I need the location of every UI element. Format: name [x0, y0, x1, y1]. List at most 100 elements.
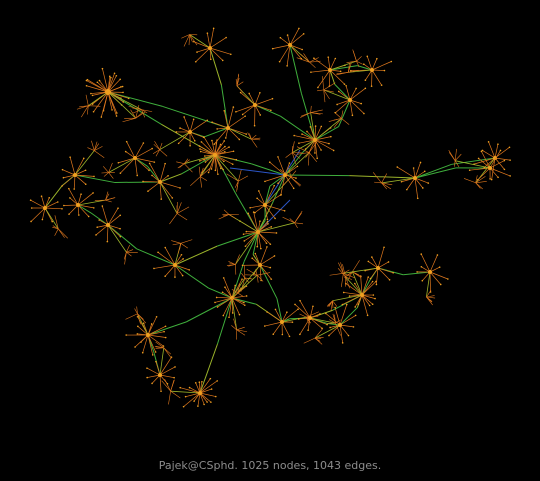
twig-edge [299, 317, 311, 335]
twig-edge [294, 212, 302, 223]
graph-node [182, 258, 184, 260]
graph-node [273, 184, 276, 187]
twig-edge [305, 152, 310, 158]
trunk-edge [300, 93, 316, 141]
twig-edge [264, 174, 286, 182]
graph-node [241, 113, 244, 116]
twig-edge [361, 281, 373, 296]
twig-edge [214, 297, 233, 303]
graph-node [366, 55, 369, 58]
graph-node [231, 312, 234, 314]
graph-node [198, 381, 201, 383]
twig-edge [86, 85, 109, 93]
twig-edge [102, 205, 109, 226]
graph-node [270, 226, 273, 228]
twig-edge [223, 277, 233, 299]
trunk-edge [231, 297, 257, 305]
graph-node [371, 280, 374, 283]
twig-edge [171, 240, 181, 244]
graph-node [146, 333, 150, 337]
trunk-edge [357, 65, 373, 71]
twig-edge [211, 140, 216, 156]
graph-node [258, 190, 260, 192]
graph-node [252, 211, 255, 213]
graph-node [93, 175, 95, 178]
graph-node [216, 306, 219, 308]
trunk-edge [44, 185, 63, 209]
twig-edge [163, 347, 172, 355]
graph-node [245, 230, 248, 233]
graph-node [119, 172, 122, 174]
graph-node [390, 60, 393, 63]
twig-edge [125, 313, 138, 320]
twig-edge [183, 158, 189, 164]
graph-node [171, 197, 174, 199]
twig-edge [142, 334, 149, 353]
branch-edge [170, 390, 201, 394]
graph-node [203, 155, 206, 157]
graph-node [98, 219, 100, 221]
twig-edge [329, 69, 345, 85]
twig-edge [309, 60, 321, 63]
twig-edge [348, 69, 360, 73]
trunk-edge [264, 186, 271, 206]
twig-edge [176, 202, 182, 214]
trunk-edge [162, 105, 229, 129]
graph-node [204, 161, 207, 163]
twig-edge [254, 253, 261, 266]
twig-edge [340, 262, 344, 274]
graph-node [371, 256, 373, 258]
twig-edge [374, 181, 382, 184]
graph-node [164, 336, 167, 339]
twig-edge [197, 392, 201, 407]
graph-node [422, 187, 424, 189]
graph-node [175, 131, 178, 133]
twig-edge [94, 143, 99, 151]
branch-edge [323, 89, 351, 101]
graph-node [166, 382, 169, 385]
twig-edge [193, 41, 211, 49]
twig-edge [352, 271, 363, 278]
trunk-edge [159, 173, 182, 183]
graph-node [179, 127, 181, 129]
graph-node [374, 297, 376, 300]
twig-edge [377, 247, 385, 269]
graph-node [271, 97, 274, 100]
graph-node [329, 326, 331, 329]
twig-edge [291, 152, 297, 165]
branch-edge [231, 297, 238, 330]
twig-edge [74, 174, 95, 177]
graph-node [228, 316, 230, 319]
graph-node [181, 274, 184, 277]
graph-node [69, 156, 71, 158]
twig-edge [481, 151, 491, 169]
twig-edge [323, 89, 330, 100]
twig-edge [107, 207, 119, 226]
twig-edge [235, 79, 238, 86]
twig-edge [489, 167, 499, 178]
graph-node [224, 145, 226, 148]
trunk-edge [74, 174, 115, 183]
branch-edge [309, 317, 336, 324]
graph-node [355, 87, 357, 90]
graph-node [306, 130, 308, 133]
twig-edge [349, 88, 366, 101]
graph-node [115, 74, 118, 77]
branch-edge [159, 131, 191, 151]
graph-node [294, 303, 296, 306]
graph-node [310, 71, 312, 73]
trunk-edge [334, 83, 351, 101]
twig-edge [159, 181, 173, 199]
twig-edge [74, 158, 85, 176]
twig-edge [120, 157, 136, 174]
graph-node [200, 141, 203, 143]
twig-edge [298, 139, 316, 144]
twig-edge [137, 313, 144, 320]
twig-edge [122, 117, 136, 123]
graph-node [312, 305, 314, 308]
twig-edge [214, 154, 222, 169]
graph-node [313, 57, 315, 60]
twig-edge [429, 271, 448, 280]
graph-node [357, 303, 360, 306]
graph-node [270, 278, 273, 280]
